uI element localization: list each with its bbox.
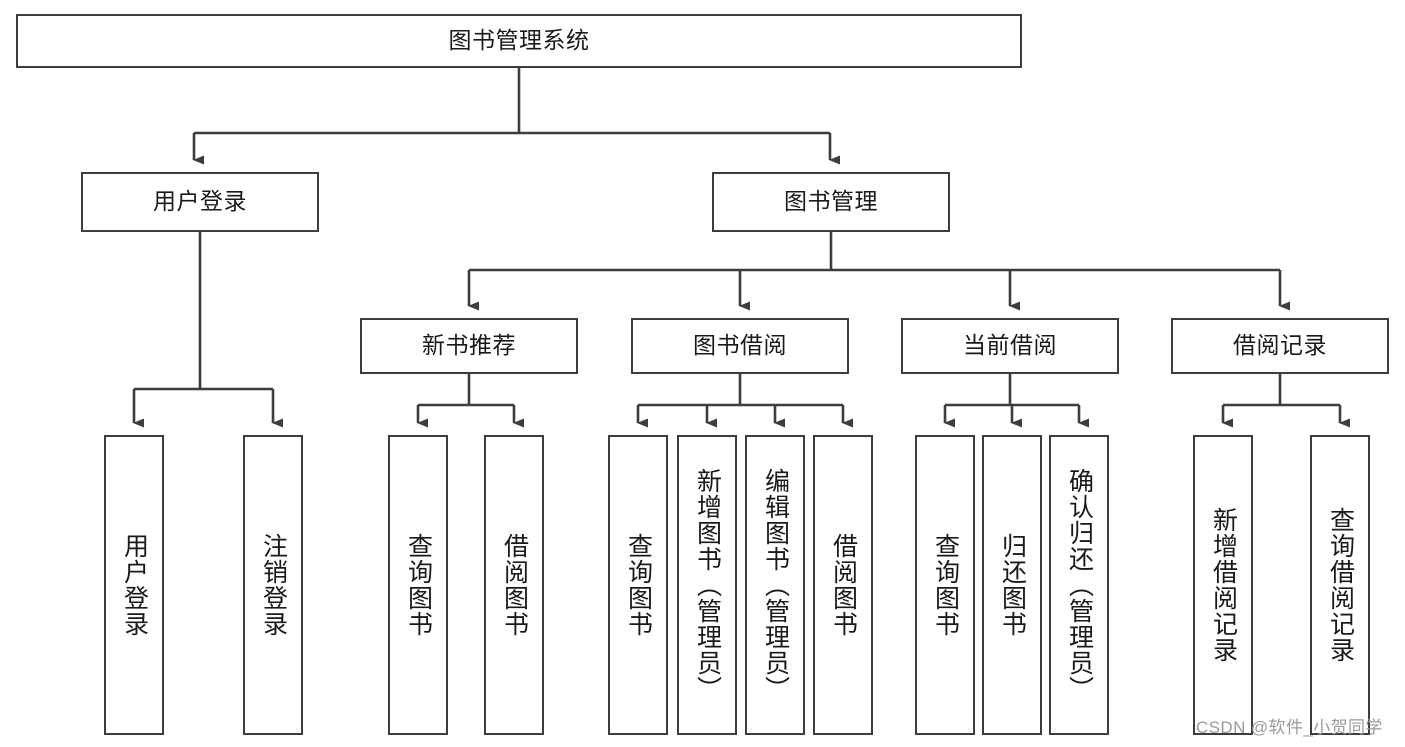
node-leaf-cur-confirm-return-label: 确认归还（管理员） [1065,468,1094,702]
node-leaf-cur-query-book-label: 查询图书 [931,533,960,637]
node-leaf-rec-borrow-book[interactable]: 借阅图书 [484,435,544,735]
node-leaf-borrow-edit-book-label: 编辑图书（管理员） [761,468,790,702]
node-leaf-borrow-add-book-label: 新增图书（管理员） [693,468,722,702]
node-leaf-rec-query-record[interactable]: 查询借阅记录 [1310,435,1370,735]
node-leaf-cur-return-book[interactable]: 归还图书 [982,435,1042,735]
node-borrow-record[interactable]: 借阅记录 [1171,318,1389,374]
node-leaf-user-logout-label: 注销登录 [259,533,288,637]
node-leaf-rec-query-record-label: 查询借阅记录 [1326,507,1355,663]
node-book-manage-label: 图书管理 [784,188,878,215]
node-user-login[interactable]: 用户登录 [81,172,319,232]
node-current-borrow-label: 当前借阅 [963,332,1057,359]
node-root[interactable]: 图书管理系统 [16,14,1022,68]
node-user-login-label: 用户登录 [153,188,247,215]
node-leaf-rec-query-book[interactable]: 查询图书 [388,435,448,735]
node-leaf-borrow-edit-book[interactable]: 编辑图书（管理员） [745,435,805,735]
node-book-borrow-label: 图书借阅 [693,332,787,359]
node-leaf-user-logout[interactable]: 注销登录 [243,435,303,735]
node-leaf-user-login[interactable]: 用户登录 [104,435,164,735]
node-leaf-cur-confirm-return[interactable]: 确认归还（管理员） [1049,435,1109,735]
node-leaf-cur-query-book[interactable]: 查询图书 [915,435,975,735]
node-new-book-rec[interactable]: 新书推荐 [360,318,578,374]
node-new-book-rec-label: 新书推荐 [422,332,516,359]
node-root-label: 图书管理系统 [448,27,590,54]
node-leaf-borrow-borrow-book[interactable]: 借阅图书 [813,435,873,735]
node-book-borrow[interactable]: 图书借阅 [631,318,849,374]
node-leaf-cur-return-book-label: 归还图书 [998,533,1027,637]
node-borrow-record-label: 借阅记录 [1233,332,1327,359]
node-leaf-borrow-add-book[interactable]: 新增图书（管理员） [677,435,737,735]
node-leaf-rec-add-record[interactable]: 新增借阅记录 [1193,435,1253,735]
connector-group [132,68,1350,428]
node-current-borrow[interactable]: 当前借阅 [901,318,1119,374]
node-leaf-borrow-query-book-label: 查询图书 [624,533,653,637]
node-book-manage[interactable]: 图书管理 [712,172,950,232]
node-leaf-borrow-query-book[interactable]: 查询图书 [608,435,668,735]
node-leaf-rec-borrow-book-label: 借阅图书 [500,533,529,637]
node-leaf-user-login-label: 用户登录 [120,533,149,637]
node-leaf-borrow-borrow-book-label: 借阅图书 [829,533,858,637]
node-leaf-rec-add-record-label: 新增借阅记录 [1209,507,1238,663]
node-leaf-rec-query-book-label: 查询图书 [404,533,433,637]
